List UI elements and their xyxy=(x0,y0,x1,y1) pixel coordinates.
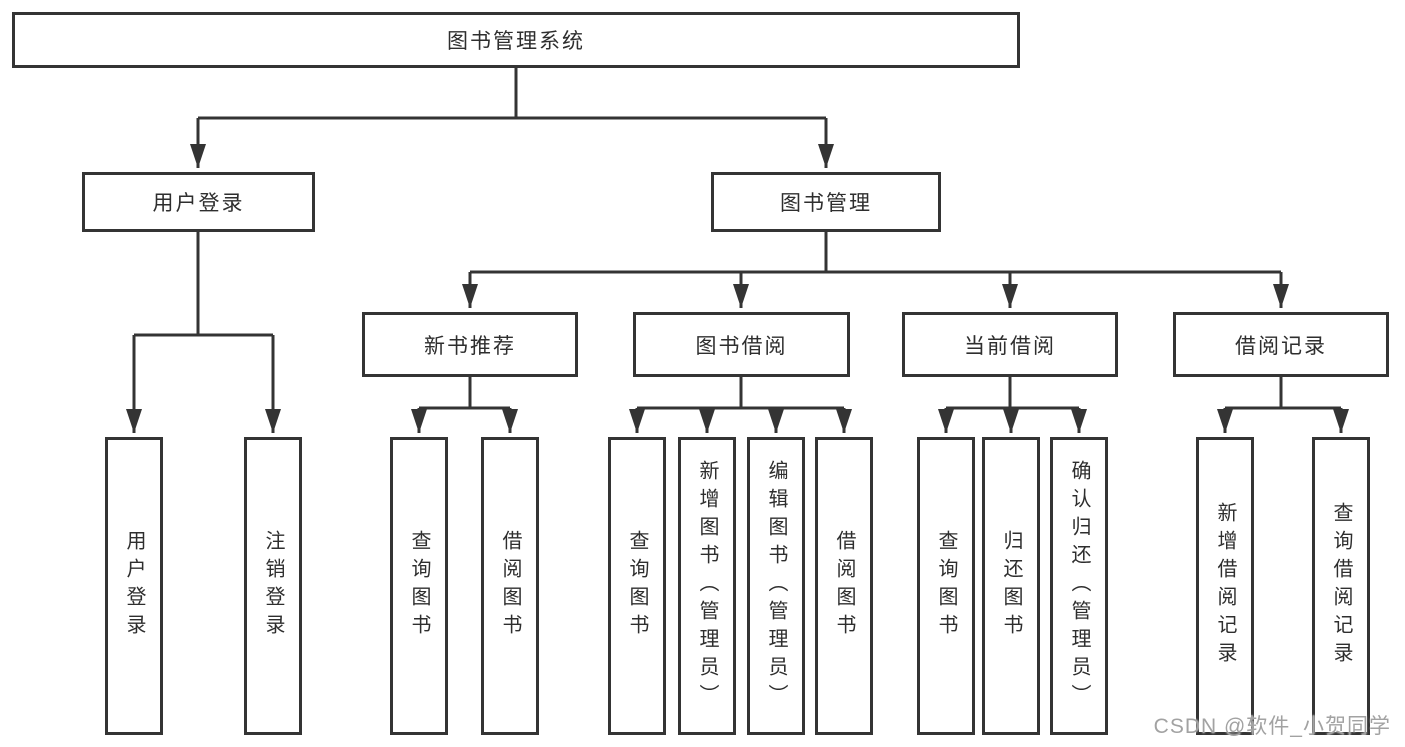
leaf-borrow-books-recommend: 借阅图书 xyxy=(481,437,539,735)
leaf-label: 新增借阅记录 xyxy=(1214,502,1236,670)
leaf-borrow-books: 借阅图书 xyxy=(815,437,873,735)
leaf-label: 编辑图书（管理员） xyxy=(765,460,787,712)
leaf-label: 查询借阅记录 xyxy=(1330,502,1352,670)
node-book-borrow: 图书借阅 xyxy=(633,312,850,377)
leaf-label: 新增图书（管理员） xyxy=(696,460,718,712)
leaf-label: 用户登录 xyxy=(123,530,145,642)
node-current-borrow: 当前借阅 xyxy=(902,312,1118,377)
leaf-label: 注销登录 xyxy=(262,530,284,642)
leaf-logout: 注销登录 xyxy=(244,437,302,735)
csdn-watermark: CSDN @软件_小贺同学 xyxy=(1153,715,1391,738)
leaf-confirm-return-admin: 确认归还（管理员） xyxy=(1050,437,1108,735)
leaf-edit-books-admin: 编辑图书（管理员） xyxy=(747,437,805,735)
node-borrow-records: 借阅记录 xyxy=(1173,312,1389,377)
leaf-label: 确认归还（管理员） xyxy=(1068,460,1090,712)
leaf-query-borrow-record: 查询借阅记录 xyxy=(1312,437,1370,735)
node-user-login: 用户登录 xyxy=(82,172,315,232)
connector-arrows xyxy=(126,118,1349,433)
leaf-user-login: 用户登录 xyxy=(105,437,163,735)
leaf-query-books-current: 查询图书 xyxy=(917,437,975,735)
node-root-system: 图书管理系统 xyxy=(12,12,1020,68)
leaf-add-books-admin: 新增图书（管理员） xyxy=(678,437,736,735)
leaf-label: 归还图书 xyxy=(1000,530,1022,642)
leaf-label: 借阅图书 xyxy=(833,530,855,642)
leaf-label: 借阅图书 xyxy=(499,530,521,642)
leaf-return-books: 归还图书 xyxy=(982,437,1040,735)
leaf-query-books-recommend: 查询图书 xyxy=(390,437,448,735)
leaf-query-books-borrow: 查询图书 xyxy=(608,437,666,735)
node-book-management: 图书管理 xyxy=(711,172,941,232)
leaf-label: 查询图书 xyxy=(935,530,957,642)
leaf-label: 查询图书 xyxy=(408,530,430,642)
leaf-add-borrow-record: 新增借阅记录 xyxy=(1196,437,1254,735)
connector-rails xyxy=(134,68,1341,410)
node-new-book-recommend: 新书推荐 xyxy=(362,312,578,377)
leaf-label: 查询图书 xyxy=(626,530,648,642)
